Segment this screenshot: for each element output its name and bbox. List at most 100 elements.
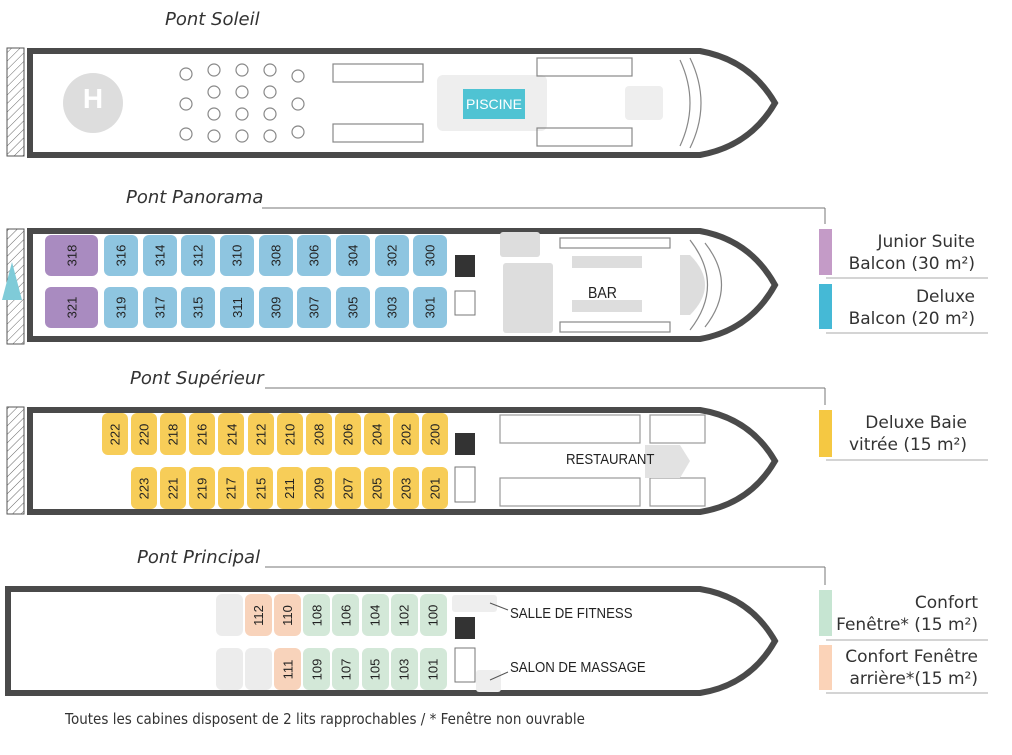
restaurant-label: RESTAURANT — [566, 451, 655, 468]
legend-text: Balcon (20 m²) — [848, 309, 975, 329]
cabin-309[interactable]: 309 — [259, 287, 293, 328]
cabin-319[interactable]: 319 — [104, 287, 138, 328]
legend-text: Confort Fenêtre — [845, 647, 978, 667]
cabin-number: 102 — [396, 604, 412, 626]
cabin-unnumbered[interactable] — [245, 648, 273, 690]
cabin-number: 105 — [367, 658, 383, 680]
cabin-number: 306 — [306, 244, 322, 267]
cabin-number: 223 — [136, 477, 152, 499]
legend-swatch-deluxe-balcon — [819, 284, 832, 329]
cabin-number: 305 — [345, 296, 361, 319]
cabin-106[interactable]: 106 — [332, 594, 360, 636]
cabin-number: 316 — [113, 244, 129, 267]
hull-soleil — [27, 48, 779, 158]
cabin-321[interactable]: 321 — [45, 287, 98, 328]
cabin-number: 220 — [136, 423, 152, 445]
legend-text: Balcon (30 m²) — [848, 254, 975, 274]
cabin-number: 108 — [309, 604, 325, 626]
cabin-315[interactable]: 315 — [181, 287, 215, 328]
cabin-number: 207 — [340, 477, 356, 499]
cabin-112[interactable]: 112 — [245, 594, 273, 636]
hull-principal — [5, 586, 779, 696]
cabin-223[interactable]: 223 — [131, 467, 157, 509]
cabin-209[interactable]: 209 — [305, 467, 332, 509]
deck-title-soleil: Pont Soleil — [165, 9, 260, 30]
cabin-number: 317 — [152, 296, 168, 319]
cabin-111[interactable]: 111 — [274, 648, 302, 690]
cabin-number: 200 — [427, 423, 443, 445]
cabin-208[interactable]: 208 — [305, 413, 332, 455]
cabin-210[interactable]: 210 — [276, 413, 303, 455]
cabin-202[interactable]: 202 — [393, 413, 419, 455]
cabin-302[interactable]: 302 — [375, 235, 409, 276]
cabin-201[interactable]: 201 — [422, 467, 448, 509]
cabin-217[interactable]: 217 — [218, 467, 245, 509]
cabin-214[interactable]: 214 — [218, 413, 245, 455]
cabin-number: 310 — [229, 244, 245, 267]
cabin-317[interactable]: 317 — [143, 287, 177, 328]
cabin-number: 201 — [427, 477, 443, 499]
helipad — [63, 73, 123, 133]
cabin-304[interactable]: 304 — [336, 235, 370, 276]
cabin-number: 222 — [107, 423, 123, 445]
legend-swatch-junior — [819, 229, 832, 275]
cabin-219[interactable]: 219 — [189, 467, 216, 509]
cabin-312[interactable]: 312 — [181, 235, 215, 276]
cabin-222[interactable]: 222 — [102, 413, 128, 455]
cabin-103[interactable]: 103 — [390, 648, 418, 690]
cabin-316[interactable]: 316 — [104, 235, 138, 276]
cabin-306[interactable]: 306 — [297, 235, 331, 276]
cabin-216[interactable]: 216 — [189, 413, 216, 455]
cabin-220[interactable]: 220 — [131, 413, 158, 455]
cabin-101[interactable]: 101 — [419, 648, 447, 690]
cabin-218[interactable]: 218 — [160, 413, 187, 455]
cabin-number: 219 — [194, 477, 210, 499]
cabin-number: 202 — [398, 423, 414, 445]
cabin-301[interactable]: 301 — [413, 287, 447, 328]
cabin-207[interactable]: 207 — [334, 467, 361, 509]
cabin-314[interactable]: 314 — [143, 235, 177, 276]
cabin-205[interactable]: 205 — [363, 467, 390, 509]
cabin-300[interactable]: 300 — [413, 235, 447, 276]
cabin-310[interactable]: 310 — [220, 235, 254, 276]
cabin-105[interactable]: 105 — [361, 648, 389, 690]
legend-text: Deluxe Baie — [865, 413, 967, 433]
cabin-110[interactable]: 110 — [274, 594, 302, 636]
cabin-206[interactable]: 206 — [334, 413, 361, 455]
cabin-unnumbered[interactable] — [216, 648, 243, 690]
legend-text: Confort — [914, 593, 978, 613]
cabin-211[interactable]: 211 — [276, 467, 303, 509]
cabin-303[interactable]: 303 — [375, 287, 409, 328]
cabin-203[interactable]: 203 — [392, 467, 419, 509]
cabin-215[interactable]: 215 — [247, 467, 274, 509]
cabin-102[interactable]: 102 — [390, 594, 418, 636]
cabin-108[interactable]: 108 — [303, 594, 331, 636]
cabin-212[interactable]: 212 — [247, 413, 274, 455]
cabin-318[interactable]: 318 — [45, 235, 98, 276]
cabin-221[interactable]: 221 — [160, 467, 187, 509]
cabin-unnumbered[interactable] — [216, 594, 243, 636]
bar-label: BAR — [588, 285, 617, 302]
cabin-number: 111 — [280, 659, 296, 679]
cabin-109[interactable]: 109 — [303, 648, 331, 690]
deck-title-superieur: Pont Supérieur — [130, 368, 264, 389]
cabin-107[interactable]: 107 — [332, 648, 360, 690]
cabin-200[interactable]: 200 — [422, 413, 449, 455]
cabin-number: 109 — [309, 658, 325, 680]
cabin-204[interactable]: 204 — [363, 413, 390, 455]
cabin-number: 315 — [190, 296, 206, 319]
cabin-308[interactable]: 308 — [259, 235, 293, 276]
tender-boat-icon — [2, 262, 22, 300]
cabin-104[interactable]: 104 — [361, 594, 389, 636]
cabin-number: 210 — [282, 423, 298, 445]
cabin-100[interactable]: 100 — [419, 594, 447, 636]
cabin-311[interactable]: 311 — [220, 287, 254, 328]
legend-text: vitrée (15 m²) — [848, 435, 967, 455]
cabin-305[interactable]: 305 — [336, 287, 370, 328]
cabin-number: 214 — [223, 423, 239, 445]
legend-text: Deluxe — [915, 287, 975, 307]
legend-swatch-deluxe-baie — [819, 410, 832, 457]
cabin-307[interactable]: 307 — [297, 287, 331, 328]
